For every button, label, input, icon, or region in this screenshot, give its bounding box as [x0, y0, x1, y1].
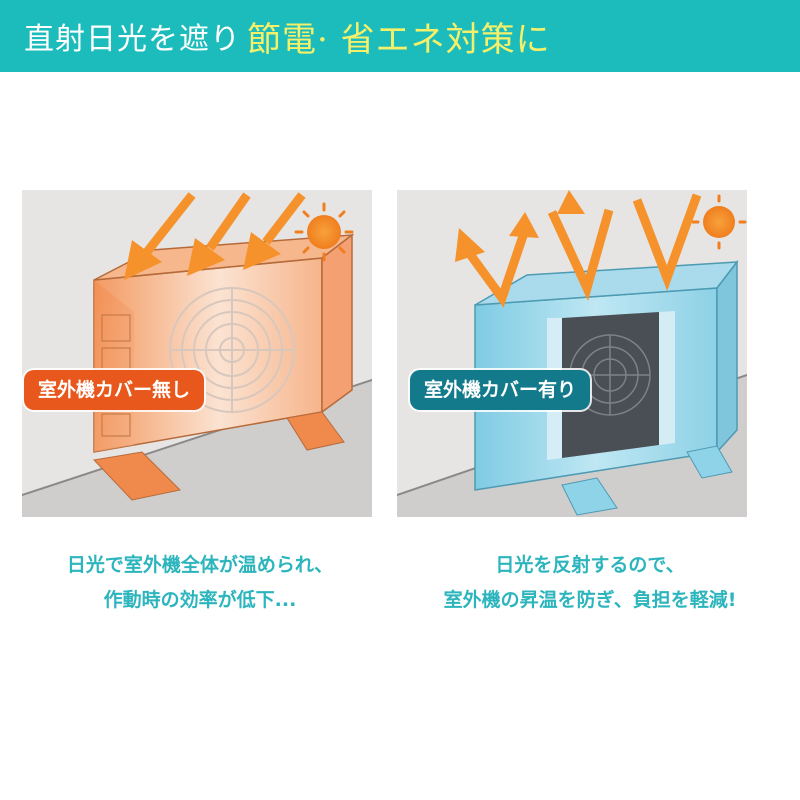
- header-title-highlight: 節電· 省エネ対策に: [247, 19, 551, 60]
- ac-unit-covered-illustration: [397, 190, 747, 517]
- caption-without-cover: 日光で室外機全体が温められ、 作動時の効率が低下...: [15, 548, 385, 618]
- caption-line: 日光で室外機全体が温められ、: [66, 554, 334, 576]
- header-title-plain: 直射日光を遮り: [24, 22, 241, 57]
- caption-line: 作動時の効率が低下...: [103, 589, 297, 611]
- caption-with-cover: 日光を反射するので、 室外機の昇温を防ぎ、負担を軽減!: [405, 548, 775, 618]
- caption-line: 室外機の昇温を防ぎ、負担を軽減!: [443, 589, 737, 611]
- header-banner: 直射日光を遮り 節電· 省エネ対策に: [0, 0, 800, 72]
- illustration-with-cover: [397, 190, 747, 517]
- sun-icon: [691, 194, 747, 250]
- incoming-sunlight-arrows-icon: [124, 192, 306, 280]
- reflected-sunlight-arrows-icon: [463, 193, 702, 308]
- caption-line: 日光を反射するので、: [495, 554, 685, 576]
- label-without-cover: 室外機カバー無し: [24, 370, 205, 410]
- label-with-cover: 室外機カバー有り: [410, 370, 591, 410]
- sun-icon: [294, 202, 354, 262]
- ac-unit-heated-illustration: [22, 190, 372, 517]
- illustration-without-cover: [22, 190, 372, 517]
